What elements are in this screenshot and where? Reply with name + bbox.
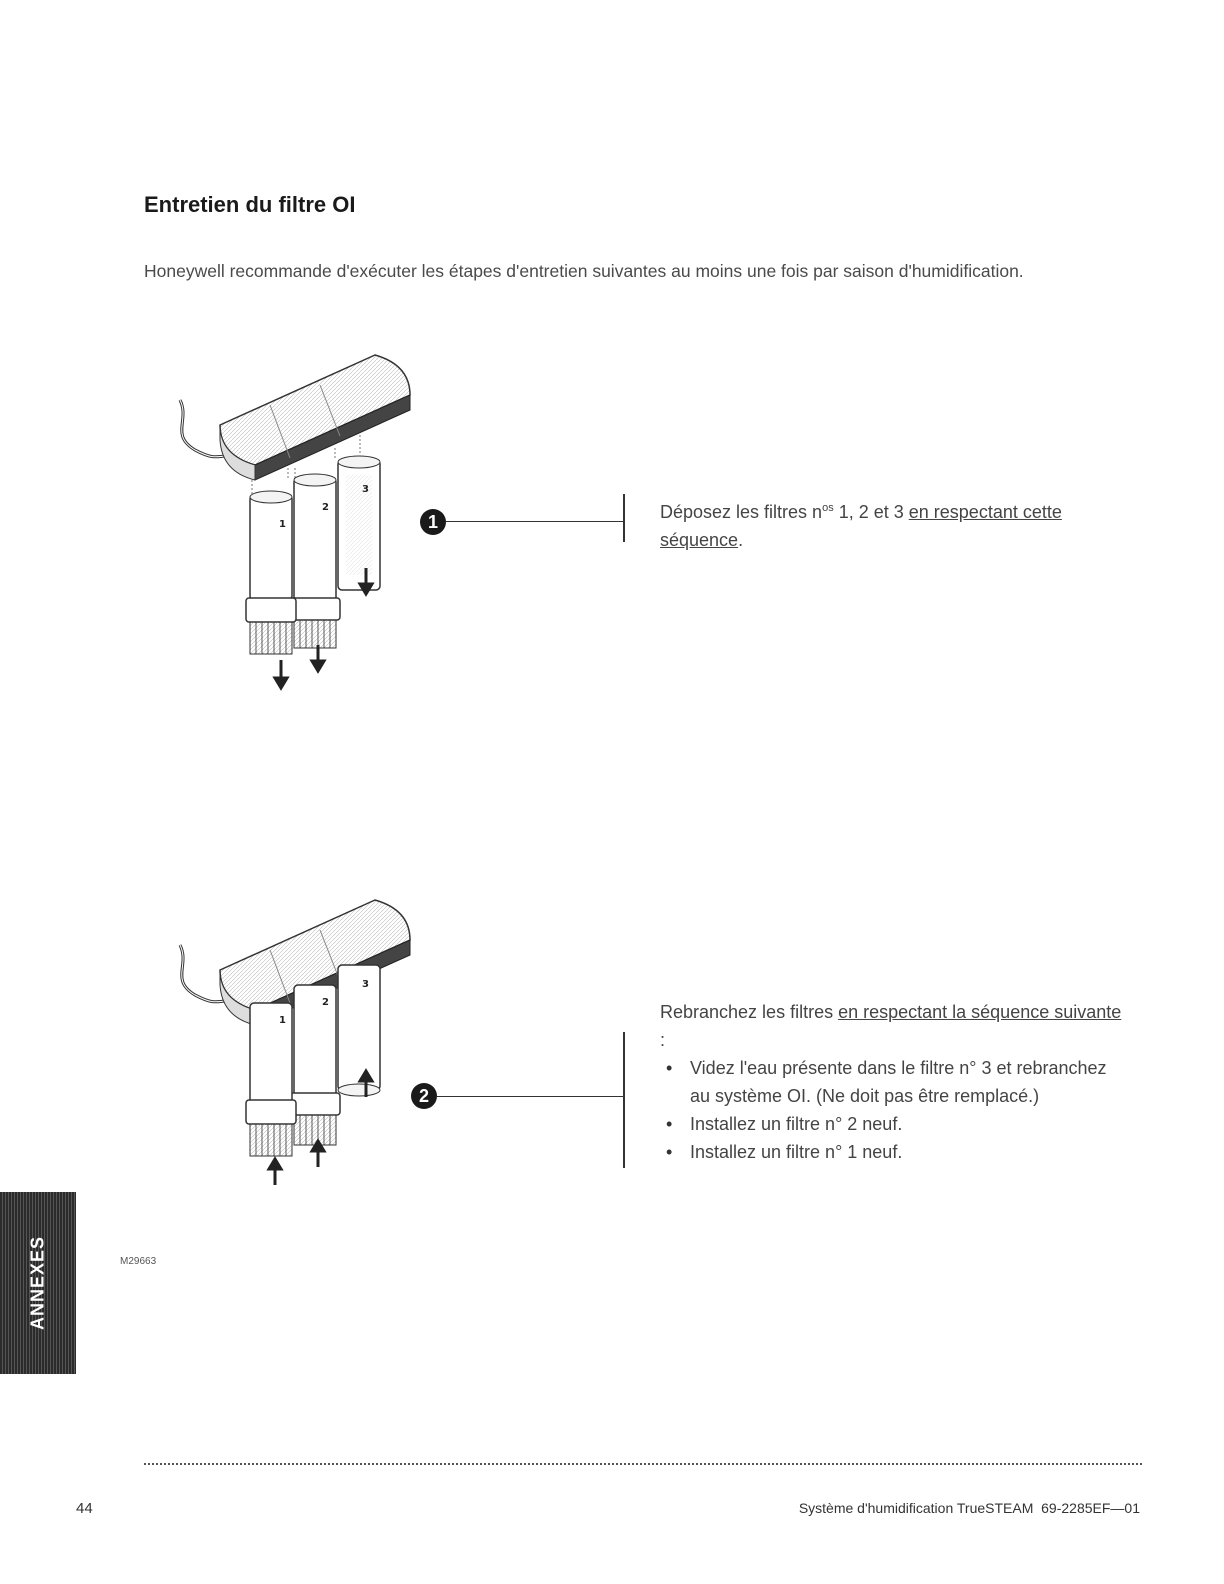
step-2-bracket xyxy=(623,1032,625,1168)
step-1-bracket xyxy=(623,494,625,542)
filter-2 xyxy=(289,473,341,649)
side-tab-label: ANNEXES xyxy=(27,1235,48,1331)
step-2-text: Rebranchez les filtres en respectant la … xyxy=(660,998,1130,1166)
step-1-marker: 1 xyxy=(420,509,446,535)
filter-3 xyxy=(337,455,381,591)
filter-1 xyxy=(245,490,297,655)
step-2-marker: 2 xyxy=(411,1083,437,1109)
filter-install-illustration: 1 2 3 xyxy=(178,899,411,1185)
figure-code: M29663 xyxy=(120,1256,157,1267)
list-item: Videz l'eau présente dans le filtre n° 3… xyxy=(660,1054,1130,1110)
step-1-text: Déposez les filtres nos 1, 2 et 3 en res… xyxy=(660,502,1062,550)
section-title: Entretien du filtre OI xyxy=(144,192,356,217)
up-arrow-icon xyxy=(266,1068,375,1185)
filter-label-1: 1 xyxy=(279,519,286,530)
filter-label-3: 3 xyxy=(362,484,369,495)
step-1-leader-line xyxy=(446,521,624,522)
step-2-leader-line xyxy=(437,1096,624,1097)
list-item: Installez un filtre n° 2 neuf. xyxy=(660,1110,1130,1138)
filter-label-2: 2 xyxy=(322,502,329,513)
filter-label-1: 1 xyxy=(279,1015,286,1026)
step-2-lead: Rebranchez les filtres en respectant la … xyxy=(660,1002,1122,1050)
down-arrow-icon xyxy=(272,568,375,691)
filter-label-2: 2 xyxy=(322,997,329,1008)
footer-document-title: Système d'humidification TrueSTEAM 69-22… xyxy=(798,1500,1140,1516)
step-2-bullet-list: Videz l'eau présente dans le filtre n° 3… xyxy=(660,1054,1130,1166)
intro-paragraph: Honeywell recommande d'exécuter les étap… xyxy=(144,261,1024,281)
page-number: 44 xyxy=(76,1500,93,1517)
list-item: Installez un filtre n° 1 neuf. xyxy=(660,1138,1130,1166)
footer-divider xyxy=(144,1463,1142,1465)
filter-label-3: 3 xyxy=(362,979,369,990)
section-side-tab: ANNEXES xyxy=(0,1192,76,1374)
filter-removal-illustration: 1 2 3 xyxy=(178,354,411,691)
